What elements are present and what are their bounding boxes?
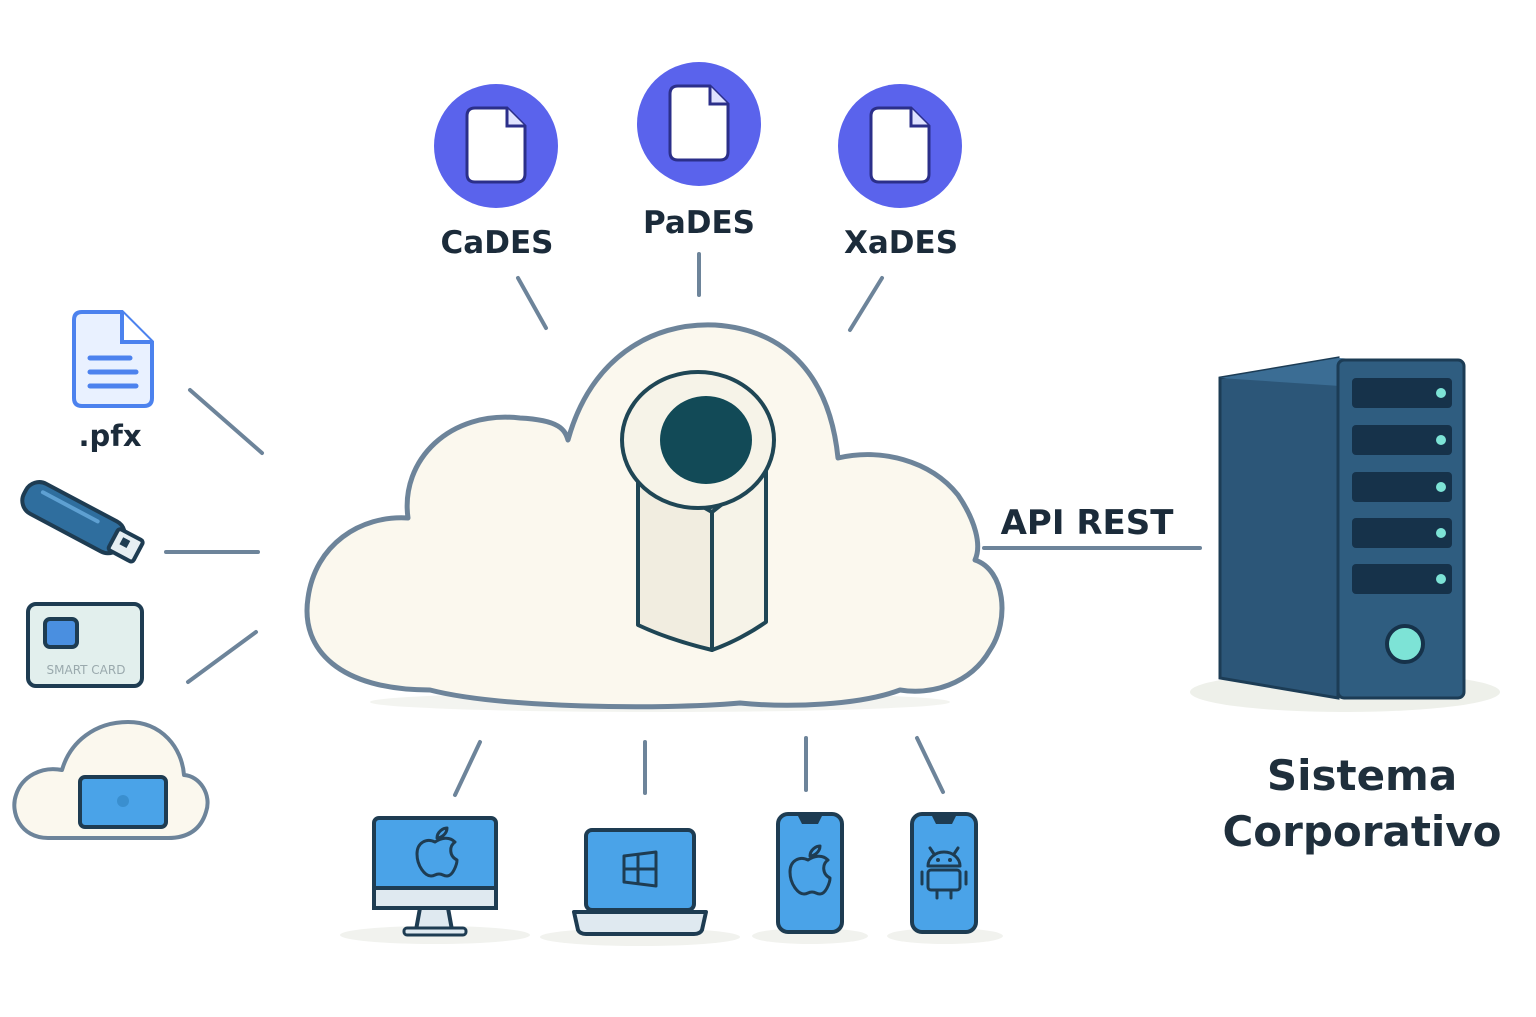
server-drive-bays (1352, 378, 1452, 594)
cloud-hsm-icon (12, 720, 210, 840)
format-cades: CaDES (434, 84, 558, 261)
format-xades: XaDES (838, 84, 962, 261)
server-icon (1190, 356, 1500, 712)
apple-icon (415, 826, 459, 878)
device-android (887, 812, 1003, 944)
format-pades: PaDES (637, 62, 761, 241)
format-label-xades: XaDES (844, 225, 958, 261)
connector-mac (453, 740, 482, 797)
connector-lines (164, 252, 1202, 797)
connector-android (915, 736, 945, 794)
device-iphone (752, 812, 868, 944)
connector-pfx (188, 388, 264, 455)
connector-cades (516, 276, 548, 330)
apple-icon (788, 844, 832, 896)
document-icon (668, 84, 730, 162)
document-icon (465, 106, 527, 184)
server-label-line1: Sistema (1267, 751, 1457, 800)
usb-token-icon (20, 480, 145, 564)
device-laptop (540, 828, 740, 946)
file-pfx-icon (72, 310, 154, 408)
server-power-led (1385, 624, 1425, 664)
smart-card-label: SMART CARD (47, 663, 126, 677)
source-pfx: .pfx (72, 310, 154, 453)
windows-icon (622, 850, 658, 888)
connector-smartcard (186, 630, 258, 684)
connector-xades (848, 276, 884, 332)
format-label-pades: PaDES (643, 205, 755, 241)
device-imac (340, 816, 530, 944)
api-label: API REST (1001, 503, 1175, 543)
server-label-line2: Corporativo (1222, 807, 1501, 856)
central-cloud (304, 322, 1005, 712)
smart-card-icon: SMART CARD (26, 602, 144, 688)
pfx-label: .pfx (78, 419, 141, 453)
document-icon (869, 106, 931, 184)
format-label-cades: CaDES (441, 225, 554, 261)
android-icon (920, 846, 968, 900)
paper-roll-icon (620, 370, 776, 652)
